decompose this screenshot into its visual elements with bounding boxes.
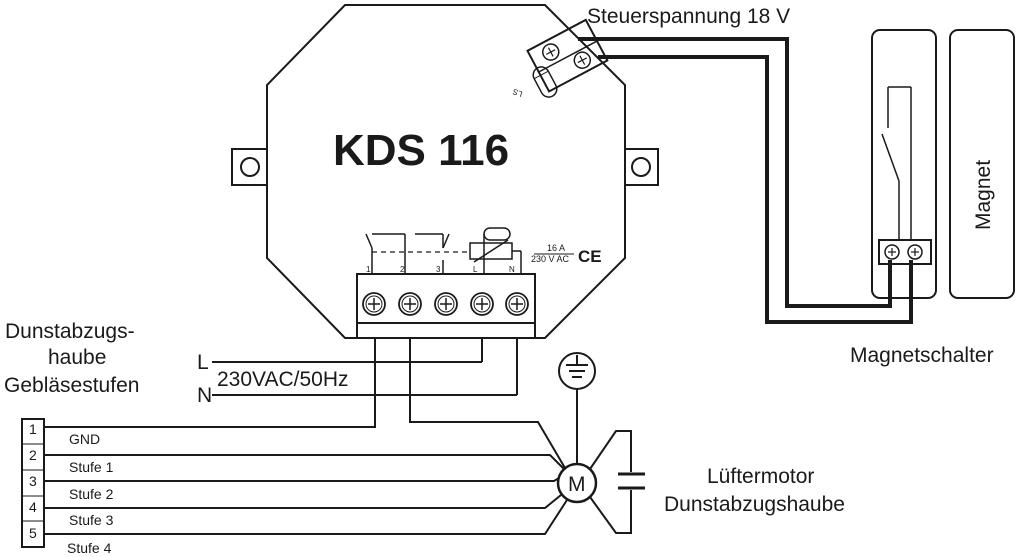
control-voltage-label: Steuerspannung 18 V (587, 5, 790, 28)
wire-label-stufe-4: Stufe 4 (67, 540, 112, 556)
relay-contacts (365, 227, 522, 275)
relay-rating-voltage: 230 V AC (531, 254, 570, 264)
relay-rating-current: 16 A (547, 243, 565, 253)
main-terminal-block (356, 273, 536, 339)
control-wire-inner (598, 55, 913, 324)
terminal-number-3: 3 (436, 265, 441, 274)
terminal-number-1: 1 (366, 265, 371, 274)
magnet-switch-terminal (878, 239, 932, 265)
hood-terminal-3: 3 (29, 473, 37, 489)
wire-label-stufe-3: Stufe 3 (69, 512, 114, 528)
hood-terminal-2: 2 (29, 447, 37, 463)
magnet-switch-label: Magnetschalter (850, 344, 994, 367)
hood-label-line-2: haube (48, 346, 106, 369)
mains-wires (212, 338, 518, 396)
mounting-hole-right (631, 157, 651, 177)
magnet-label: Magnet (972, 160, 995, 230)
terminal-screws (362, 292, 529, 316)
wire-label-stufe-2: Stufe 2 (69, 486, 114, 502)
ls-sensor (532, 66, 558, 98)
mains-voltage-label: 230VAC/50Hz (217, 368, 349, 391)
mains-n-label: N (197, 384, 212, 407)
hood-terminal-dividers (22, 443, 44, 522)
wire-label-gnd: GND (69, 431, 100, 447)
device-title: KDS 116 (333, 126, 509, 175)
motor-circle (556, 462, 598, 504)
ls-mark: LS (511, 87, 523, 99)
hood-terminal-4: 4 (29, 499, 37, 515)
hood-terminal-strip (21, 418, 45, 548)
terminal-number-l: L (473, 265, 478, 274)
mounting-ear-right (624, 148, 659, 186)
terminal-number-2: 2 (400, 265, 405, 274)
device-housing (266, 4, 626, 339)
motor-symbol: M (568, 473, 586, 496)
magnet-switch-housing (871, 29, 937, 299)
terminal-number-n: N (509, 265, 515, 274)
motor-label-line-2: Dunstabzugshaube (664, 493, 845, 516)
earth-symbol (558, 352, 596, 463)
hood-label-line-1: Dunstabzugs- (5, 320, 135, 343)
mains-l-label: L (197, 351, 209, 374)
hood-terminal-5: 5 (29, 525, 37, 541)
reed-contact (881, 86, 912, 240)
mounting-ear-left (231, 148, 268, 186)
hood-terminal-1: 1 (29, 421, 37, 437)
motor-label-line-1: Lüftermotor (707, 465, 814, 488)
magnet-housing (949, 29, 1015, 299)
wire-label-stufe-1: Stufe 1 (69, 459, 114, 475)
hood-label-line-3: Gebläsestufen (4, 374, 139, 397)
control-wire-outer (578, 37, 892, 308)
mounting-hole-left (240, 157, 260, 177)
motor-capacitor-wiring (589, 430, 645, 534)
ce-mark: CE (578, 247, 602, 266)
